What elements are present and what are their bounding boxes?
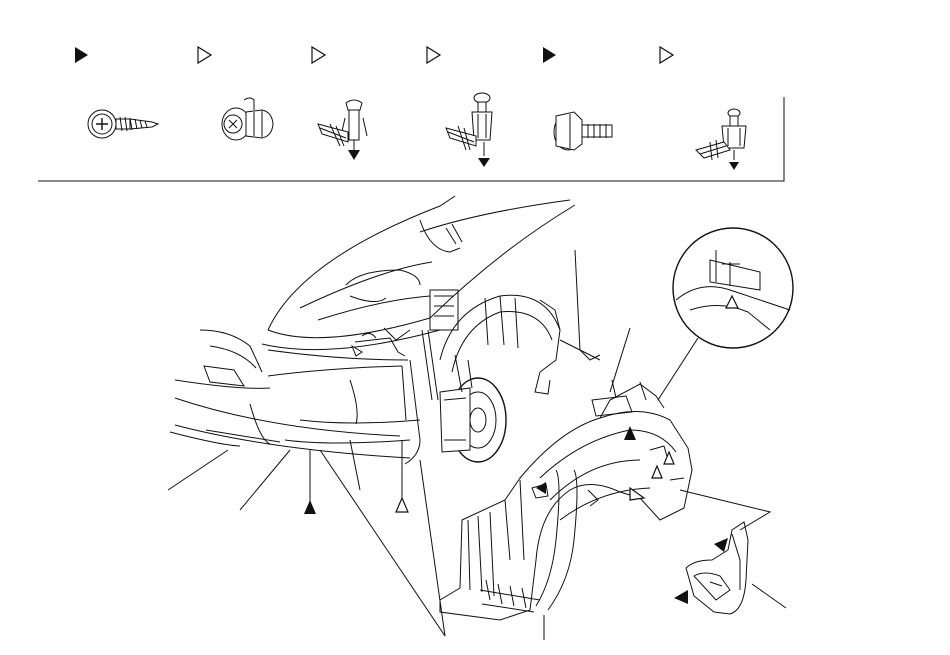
marker-solid-triangle-icon: [624, 426, 636, 440]
callout-markers: [304, 294, 739, 604]
headlight: [174, 329, 271, 389]
legend-marker-2-hollow-triangle-icon: [197, 45, 213, 65]
vehicle-front-illustration: [167, 195, 794, 640]
detail-callout: [672, 227, 794, 349]
legend-marker-3-hollow-triangle-icon: [311, 45, 327, 65]
flange-bolt-icon: [553, 111, 613, 151]
fastener-legend: [38, 45, 785, 182]
legend-marker-4-hollow-triangle-icon: [426, 45, 442, 65]
legend-marker-5-solid-triangle-icon: [543, 47, 556, 63]
fender-liner: [439, 379, 693, 621]
self-tapping-screw-icon: [87, 109, 160, 139]
legend-frame: [38, 97, 785, 182]
marker-solid-triangle-icon: [714, 538, 728, 552]
hood: [261, 195, 576, 351]
legend-marker-1-solid-triangle-icon: [75, 47, 88, 63]
marker-hollow-triangle-icon: [629, 486, 646, 501]
front-bumper: [169, 332, 421, 465]
marker-solid-arrow-icon: [536, 482, 546, 494]
trim-clip-icon: [695, 108, 747, 170]
plastic-nut-clip-icon: [221, 97, 274, 141]
marker-hollow-triangle-icon: [395, 496, 409, 513]
marker-hollow-triangle-icon: [663, 450, 675, 465]
marker-solid-triangle-icon: [304, 500, 316, 514]
engine-bay: [345, 219, 463, 401]
brake-assembly: [439, 249, 601, 463]
marker-solid-triangle-icon: [674, 590, 688, 604]
legend-marker-6-hollow-triangle-icon: [659, 45, 675, 65]
push-rivet-clip-icon: [445, 92, 493, 167]
mudguard: [685, 521, 749, 615]
marker-hollow-triangle-icon: [725, 294, 739, 309]
marker-hollow-triangle-icon: [651, 464, 663, 479]
leader-lines: [167, 327, 787, 640]
push-clip-icon: [317, 99, 368, 160]
